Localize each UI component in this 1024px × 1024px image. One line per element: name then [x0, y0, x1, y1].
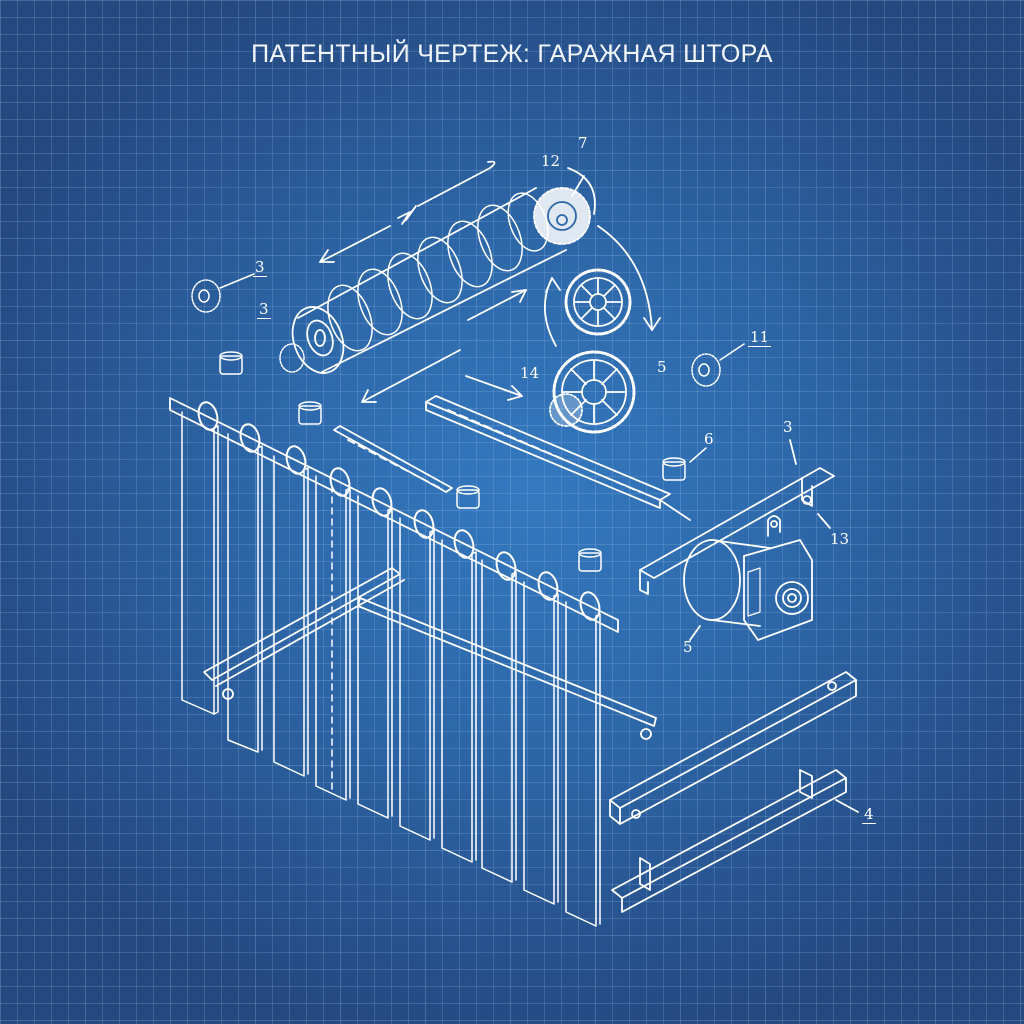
- cross-frame: [203, 567, 657, 740]
- guide-rails: [609, 671, 859, 913]
- ref-label-3: 3: [783, 418, 793, 436]
- ref-label-5: 5: [657, 358, 667, 376]
- spring-roller: [291, 160, 567, 403]
- slat-rod: [169, 397, 619, 633]
- ref-label-11: 11: [748, 328, 772, 347]
- ref-label-13: 13: [830, 530, 850, 548]
- ref-label-3: 3: [253, 258, 267, 277]
- ref-label-14: 14: [520, 364, 540, 382]
- ref-label-12: 12: [541, 152, 561, 170]
- flat-bars: [333, 395, 671, 509]
- motor-unit: [639, 439, 835, 641]
- ref-label-6: 6: [704, 430, 714, 448]
- pinion-nuts: [191, 273, 745, 572]
- curtain-slats: [181, 411, 601, 927]
- drive-gears: [533, 167, 661, 434]
- ref-label-7: 7: [578, 134, 588, 152]
- drawing-title: ПАТЕНТНЫЙ ЧЕРТЕЖ: ГАРАЖНАЯ ШТОРА: [251, 40, 773, 68]
- ref-label-4: 4: [862, 805, 876, 824]
- ref-label-5: 5: [683, 638, 693, 656]
- ref-label-3: 3: [257, 300, 271, 319]
